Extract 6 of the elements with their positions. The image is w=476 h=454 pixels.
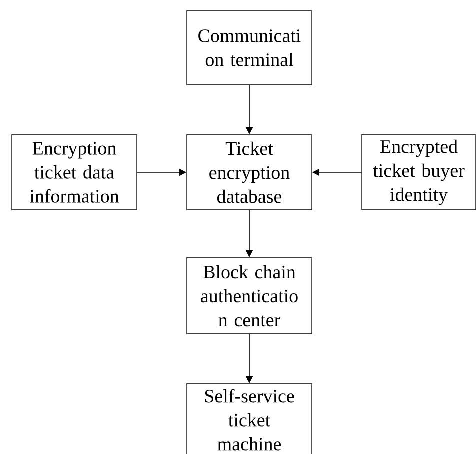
process-box: Communicati on terminal — [186, 10, 312, 86]
process-box: Block chain authenticatio n center — [186, 258, 312, 334]
process-box: Ticket encryption database — [186, 134, 312, 210]
process-box: Encryption ticket data information — [12, 134, 138, 210]
process-box: Encrypted ticket buyer identity — [362, 134, 476, 210]
process-box: Self-service ticket machine — [186, 384, 312, 454]
